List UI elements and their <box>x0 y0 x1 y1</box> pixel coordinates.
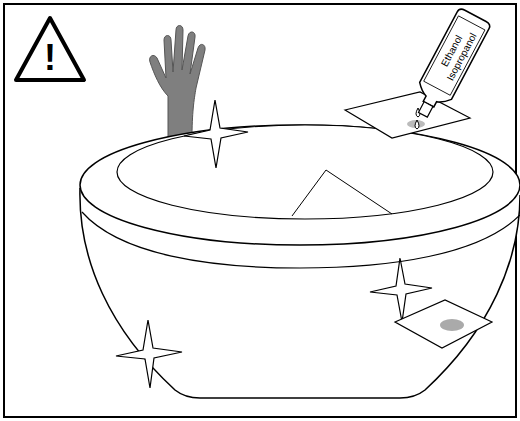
pot-rim <box>80 125 520 245</box>
warning-triangle <box>16 18 84 80</box>
gloved-hand <box>150 26 206 141</box>
cleaning-cloth <box>395 300 492 348</box>
pot-opening <box>117 125 493 219</box>
pot-mark <box>292 170 392 216</box>
wet-spot <box>407 120 425 128</box>
solvent-bottle <box>407 7 491 123</box>
sparkles <box>116 100 432 388</box>
wet-spot <box>440 319 464 331</box>
warning-mark: ! <box>44 40 56 76</box>
